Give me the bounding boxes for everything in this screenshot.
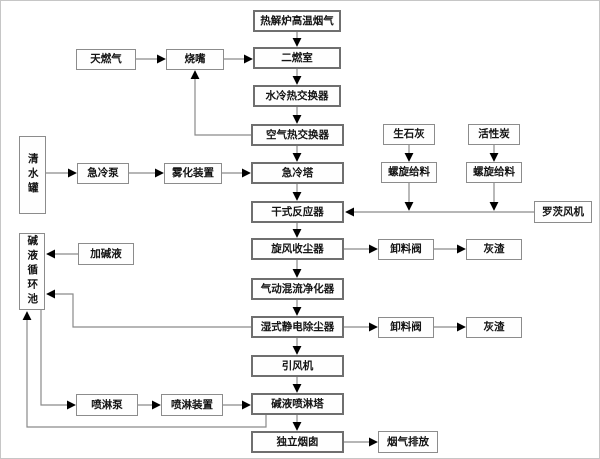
node-quicklime-label: 生石灰 (393, 128, 425, 141)
node-dry-reactor-label: 干式反应器 (271, 205, 324, 218)
node-quench-pump-label: 急冷泵 (87, 167, 119, 180)
node-cyclone-label: 旋风收尘器 (271, 242, 324, 255)
node-add-alkali-label: 加碱液 (90, 247, 122, 260)
node-purifier: 气动混流净化器 (251, 278, 344, 300)
node-water-cooled-hx-label: 水冷热交换器 (265, 89, 329, 102)
node-id-fan: 引风机 (251, 355, 344, 377)
node-ash-1-label: 灰渣 (483, 243, 505, 256)
node-burner: 烧嘴 (166, 49, 224, 70)
node-atomizer-label: 雾化装置 (172, 167, 214, 180)
node-screw-feeder-lime: 螺旋给料 (381, 162, 437, 183)
node-discharge-valve-2-label: 卸料阀 (390, 321, 422, 334)
node-natural-gas-label: 天燃气 (90, 53, 122, 66)
node-chimney-label: 独立烟囱 (276, 435, 319, 448)
node-ash-2-label: 灰渣 (483, 321, 505, 334)
node-air-hx: 空气热交换器 (251, 124, 344, 146)
node-quench-tower: 急冷塔 (251, 162, 344, 184)
node-discharge-valve-1: 卸料阀 (378, 239, 434, 260)
node-screw-feeder-lime-label: 螺旋给料 (388, 166, 430, 179)
node-pyrolysis-gas: 热解炉高温烟气 (253, 10, 341, 32)
node-secondary-chamber-label: 二燃室 (281, 51, 313, 64)
node-spray-device-label: 喷淋装置 (171, 398, 213, 411)
node-alkali-spray-tower-label: 碱液喷淋塔 (271, 397, 324, 410)
node-dry-reactor: 干式反应器 (251, 201, 344, 223)
edge-tank-to-spraypump (40, 310, 76, 410)
node-cyclone: 旋风收尘器 (251, 238, 344, 260)
node-screw-feeder-carbon-label: 螺旋给料 (473, 166, 515, 179)
node-alkali-tank-label: 碱液循环池 (26, 235, 39, 308)
node-quench-tower-label: 急冷塔 (281, 166, 314, 179)
node-discharge-valve-2: 卸料阀 (378, 317, 434, 338)
node-add-alkali: 加碱液 (78, 243, 134, 265)
node-wet-esp-label: 湿式静电除尘器 (260, 320, 335, 333)
node-wet-esp: 湿式静电除尘器 (251, 316, 344, 338)
node-secondary-chamber: 二燃室 (253, 47, 341, 69)
node-alkali-tank: 碱液循环池 (19, 233, 45, 310)
node-activated-carbon: 活性炭 (468, 124, 520, 145)
node-spray-pump-label: 喷淋泵 (91, 398, 123, 411)
edge-spraytower-return-to-tank (22, 311, 267, 428)
node-purifier-label: 气动混流净化器 (260, 282, 335, 295)
edge-airhx-to-burner (190, 70, 251, 136)
node-clean-water-tank: 清水罐 (19, 136, 46, 214)
node-quench-pump: 急冷泵 (77, 163, 129, 184)
node-clean-water-tank-label: 清水罐 (26, 153, 39, 197)
node-emission: 烟气排放 (378, 431, 438, 453)
node-atomizer: 雾化装置 (164, 163, 222, 184)
node-pyrolysis-gas-label: 热解炉高温烟气 (260, 14, 334, 27)
node-spray-device: 喷淋装置 (161, 394, 223, 416)
node-water-cooled-hx: 水冷热交换器 (253, 85, 341, 107)
node-roots-blower-label: 罗茨风机 (542, 205, 584, 218)
node-ash-2: 灰渣 (466, 317, 522, 338)
node-burner-label: 烧嘴 (184, 53, 206, 66)
edge-wetesp-to-tank (46, 289, 251, 328)
node-emission-label: 烟气排放 (387, 435, 429, 448)
node-screw-feeder-carbon: 螺旋给料 (466, 162, 522, 183)
node-activated-carbon-label: 活性炭 (478, 128, 510, 141)
node-ash-1: 灰渣 (466, 239, 522, 260)
node-id-fan-label: 引风机 (281, 359, 314, 372)
node-roots-blower: 罗茨风机 (534, 201, 592, 223)
node-spray-pump: 喷淋泵 (76, 394, 138, 416)
node-natural-gas: 天燃气 (76, 49, 136, 70)
node-discharge-valve-1-label: 卸料阀 (390, 243, 422, 256)
node-chimney: 独立烟囱 (251, 431, 344, 453)
node-quicklime: 生石灰 (383, 124, 435, 145)
node-alkali-spray-tower: 碱液喷淋塔 (251, 393, 344, 415)
node-air-hx-label: 空气热交换器 (266, 128, 329, 141)
